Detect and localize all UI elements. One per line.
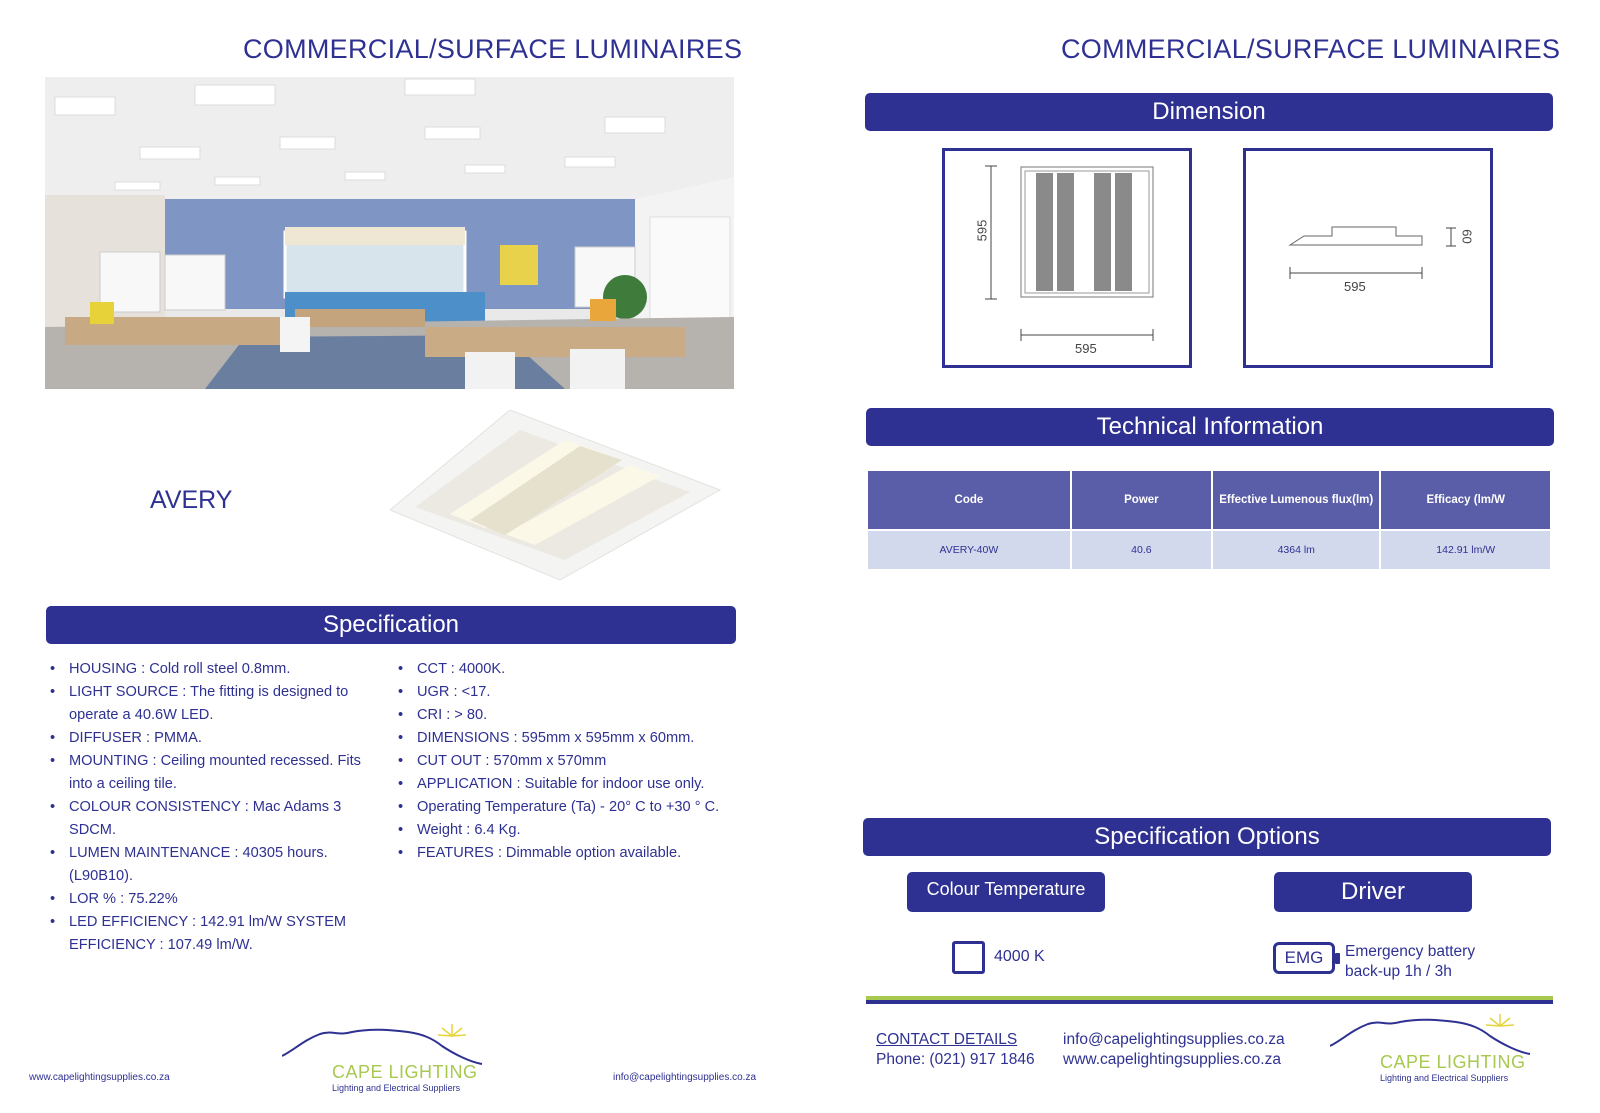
table-header-efficacy: Efficacy (lm/W: [1381, 471, 1550, 529]
spec-item: FEATURES : Dimmable option available.: [394, 842, 744, 865]
spec-item: HOUSING : Cold roll steel 0.8mm.: [46, 658, 376, 681]
spec-item: LIGHT SOURCE : The fitting is designed t…: [46, 681, 376, 727]
contact-phone: Phone: (021) 917 1846: [876, 1051, 1035, 1068]
spec-item: Operating Temperature (Ta) - 20° C to +3…: [394, 796, 744, 819]
table-header-flux: Effective Lumenous flux(lm): [1213, 471, 1380, 529]
page-title-left: COMMERCIAL/SURFACE LUMINAIRES: [243, 34, 743, 64]
logo-tagline: Lighting and Electrical Suppliers: [332, 1083, 461, 1093]
spec-item: LOR % : 75.22%: [46, 888, 376, 911]
table-header-power: Power: [1071, 471, 1212, 529]
table-cell: 4364 lm: [1213, 531, 1380, 569]
spec-item: COLOUR CONSISTENCY : Mac Adams 3 SDCM.: [46, 796, 376, 842]
colour-option-checkbox[interactable]: [952, 941, 985, 974]
contact-website-link[interactable]: www.capelightingsupplies.co.za: [1063, 1051, 1281, 1068]
emg-battery-icon: EMG: [1273, 942, 1340, 974]
footer-email-link[interactable]: info@capelightingsupplies.co.za: [613, 1072, 757, 1083]
dimension-height-label: 595: [974, 219, 990, 242]
specification-list-right: CCT : 4000K. UGR : <17. CRI : > 80. DIME…: [394, 658, 744, 865]
product-name: AVERY: [150, 486, 233, 514]
spec-item: APPLICATION : Suitable for indoor use on…: [394, 773, 744, 796]
specification-heading: Specification: [46, 606, 736, 644]
table-header-row: Code Power Effective Lumenous flux(lm) E…: [868, 471, 1550, 529]
classroom-photo: [45, 77, 734, 389]
table-header-code: Code: [868, 471, 1070, 529]
spec-item: LUMEN MAINTENANCE : 40305 hours. (L90B10…: [46, 842, 376, 888]
logo-name: CAPE LIGHTING: [1380, 1052, 1526, 1072]
spec-item: MOUNTING : Ceiling mounted recessed. Fit…: [46, 750, 376, 796]
logo-name: CAPE LIGHTING: [332, 1062, 478, 1082]
footer-website-link[interactable]: www.capelightingsupplies.co.za: [29, 1072, 170, 1083]
dimension-heading: Dimension: [865, 93, 1553, 131]
luminaire-image: [389, 409, 730, 590]
cape-lighting-logo: CAPE LIGHTING Lighting and Electrical Su…: [282, 1020, 492, 1100]
specification-options-heading: Specification Options: [863, 818, 1551, 856]
specification-list-left: HOUSING : Cold roll steel 0.8mm. LIGHT S…: [46, 658, 376, 957]
cape-lighting-logo: CAPE LIGHTING Lighting and Electrical Su…: [1330, 1010, 1540, 1090]
colour-option-label: 4000 K: [994, 948, 1045, 965]
logo-tagline: Lighting and Electrical Suppliers: [1380, 1073, 1509, 1083]
table-cell: 40.6: [1071, 531, 1212, 569]
spec-item: DIMENSIONS : 595mm x 595mm x 60mm.: [394, 727, 744, 750]
dimension-width-label: 595: [1344, 279, 1366, 294]
dimension-top-view: 595 595: [942, 148, 1192, 368]
technical-table: Code Power Effective Lumenous flux(lm) E…: [866, 469, 1552, 571]
footer-divider-blue: [866, 1000, 1553, 1004]
colour-temperature-label: Colour Temperature: [907, 872, 1105, 912]
spec-item: Weight : 6.4 Kg.: [394, 819, 744, 842]
technical-information-heading: Technical Information: [866, 408, 1554, 446]
spec-item: DIFFUSER : PMMA.: [46, 727, 376, 750]
spec-item: CUT OUT : 570mm x 570mm: [394, 750, 744, 773]
contact-email-link[interactable]: info@capelightingsupplies.co.za: [1063, 1031, 1285, 1048]
contact-details-heading: CONTACT DETAILS: [876, 1031, 1018, 1048]
table-row: AVERY-40W 40.6 4364 lm 142.91 lm/W: [868, 531, 1550, 569]
driver-option-label: Emergency battery back-up 1h / 3h: [1345, 943, 1476, 980]
table-cell: 142.91 lm/W: [1381, 531, 1550, 569]
spec-item: CCT : 4000K.: [394, 658, 744, 681]
spec-item: LED EFFICIENCY : 142.91 lm/W SYSTEM EFFI…: [46, 911, 376, 957]
page-title-right: COMMERCIAL/SURFACE LUMINAIRES: [1061, 34, 1561, 64]
spec-item: UGR : <17.: [394, 681, 744, 704]
dimension-width-label: 595: [1075, 341, 1097, 356]
table-cell: AVERY-40W: [868, 531, 1070, 569]
driver-label: Driver: [1274, 872, 1472, 912]
dimension-height-label: 60: [1459, 229, 1475, 244]
footer-divider-green: [866, 996, 1553, 1000]
spec-item: CRI : > 80.: [394, 704, 744, 727]
dimension-side-view: 595 60: [1243, 148, 1493, 368]
